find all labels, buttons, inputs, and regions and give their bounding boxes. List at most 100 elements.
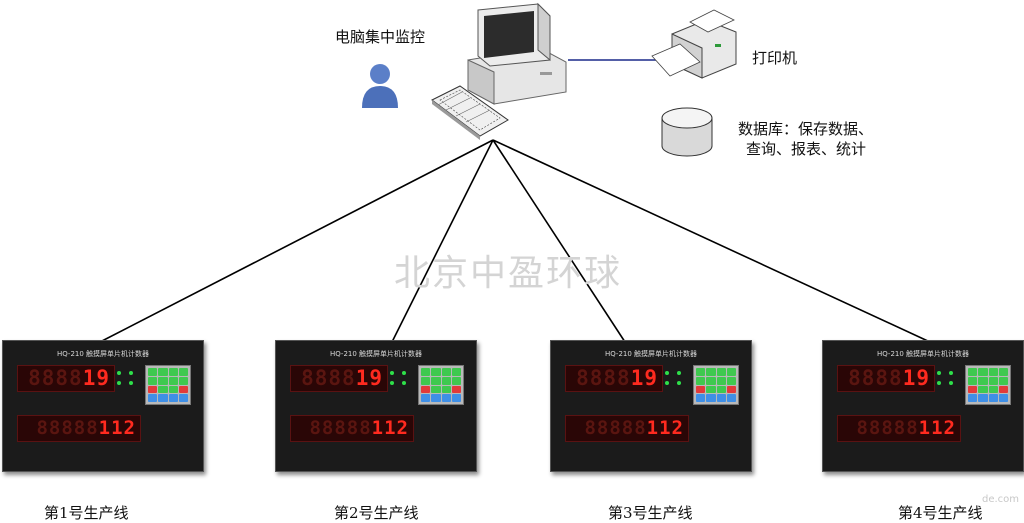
connection-line-3 bbox=[492, 139, 626, 343]
primary-display: 888819 bbox=[17, 365, 115, 392]
keypad-key bbox=[451, 394, 461, 402]
keypad-key bbox=[696, 376, 706, 385]
status-led bbox=[402, 381, 406, 385]
status-led bbox=[390, 381, 394, 385]
display-value: 19 bbox=[630, 366, 658, 390]
connection-line-1 bbox=[99, 139, 494, 343]
keypad-key bbox=[706, 385, 716, 394]
keypad-key bbox=[706, 394, 716, 402]
keypad-key bbox=[178, 385, 188, 394]
database-label-line1: 数据库：保存数据、 bbox=[738, 120, 874, 138]
line-label-1: 第1号生产线 bbox=[44, 504, 129, 522]
computer-monitoring-label: 电脑集中监控 bbox=[335, 28, 426, 46]
keypad-key bbox=[421, 368, 431, 376]
counter-device-4: HQ-210 触摸屏单片机计数器 888819 88888112 bbox=[822, 340, 1024, 472]
keypad-key bbox=[441, 376, 451, 385]
status-led bbox=[129, 381, 133, 385]
keypad-key bbox=[726, 394, 736, 402]
keypad-key bbox=[726, 385, 736, 394]
display-value: 112 bbox=[98, 417, 136, 439]
keypad-key bbox=[998, 394, 1008, 402]
status-led bbox=[665, 381, 669, 385]
keypad-key bbox=[168, 368, 178, 376]
line-label-3: 第3号生产线 bbox=[608, 504, 693, 522]
keypad-key bbox=[978, 368, 988, 376]
display-ghost-digits: 8888 bbox=[576, 366, 631, 390]
display-value: 19 bbox=[82, 366, 110, 390]
keypad-key bbox=[441, 385, 451, 394]
status-led bbox=[402, 371, 406, 375]
keypad-key bbox=[696, 368, 706, 376]
keypad-key bbox=[431, 368, 441, 376]
status-leds bbox=[937, 371, 957, 389]
display-ghost-digits: 88888 bbox=[309, 417, 372, 439]
keypad-key bbox=[978, 376, 988, 385]
keypad-key bbox=[421, 376, 431, 385]
keypad-key bbox=[158, 385, 168, 394]
status-led bbox=[949, 381, 953, 385]
keyboard-icon bbox=[431, 85, 509, 140]
connection-line-4 bbox=[492, 139, 931, 343]
display-ghost-digits: 8888 bbox=[301, 366, 356, 390]
keypad-key bbox=[726, 368, 736, 376]
keypad-key bbox=[998, 376, 1008, 385]
status-led bbox=[117, 381, 121, 385]
keypad-key bbox=[988, 385, 998, 394]
keypad-key bbox=[716, 394, 726, 402]
keypad-key bbox=[716, 376, 726, 385]
line-label-2: 第2号生产线 bbox=[334, 504, 419, 522]
keypad-key bbox=[978, 394, 988, 402]
keypad-key bbox=[431, 376, 441, 385]
keypad-key bbox=[988, 376, 998, 385]
keypad-key bbox=[168, 394, 178, 402]
line-label-4: 第4号生产线 bbox=[898, 504, 983, 522]
keypad-key bbox=[441, 368, 451, 376]
secondary-display: 88888112 bbox=[565, 415, 689, 442]
keypad-key bbox=[168, 376, 178, 385]
device-title: HQ-210 触摸屏单片机计数器 bbox=[876, 350, 970, 358]
keypad-key bbox=[451, 376, 461, 385]
status-led bbox=[937, 381, 941, 385]
keypad-key bbox=[178, 368, 188, 376]
status-led bbox=[665, 371, 669, 375]
database-label-line2: 查询、报表、统计 bbox=[746, 140, 867, 158]
display-value: 112 bbox=[371, 417, 409, 439]
display-value: 19 bbox=[902, 366, 930, 390]
keypad-key bbox=[148, 394, 158, 402]
status-leds bbox=[665, 371, 685, 389]
primary-display: 888819 bbox=[565, 365, 663, 392]
keypad-key bbox=[451, 385, 461, 394]
keypad-key bbox=[696, 385, 706, 394]
keypad-key bbox=[988, 394, 998, 402]
keypad-key bbox=[168, 385, 178, 394]
keypad bbox=[965, 365, 1011, 405]
display-ghost-digits: 8888 bbox=[28, 366, 83, 390]
status-led bbox=[390, 371, 394, 375]
keypad-key bbox=[441, 394, 451, 402]
counter-device-3: HQ-210 触摸屏单片机计数器 888819 88888112 bbox=[550, 340, 752, 472]
primary-display: 888819 bbox=[290, 365, 388, 392]
secondary-display: 88888112 bbox=[837, 415, 961, 442]
keypad-key bbox=[716, 385, 726, 394]
display-value: 112 bbox=[646, 417, 684, 439]
keypad-key bbox=[148, 385, 158, 394]
keypad-key bbox=[158, 394, 168, 402]
keypad-key bbox=[431, 394, 441, 402]
database-icon bbox=[661, 107, 713, 157]
display-ghost-digits: 8888 bbox=[848, 366, 903, 390]
keypad-key bbox=[968, 385, 978, 394]
secondary-display: 88888112 bbox=[290, 415, 414, 442]
keypad bbox=[418, 365, 464, 405]
keypad-key bbox=[421, 385, 431, 394]
display-ghost-digits: 88888 bbox=[584, 417, 647, 439]
keypad bbox=[693, 365, 739, 405]
device-title: HQ-210 触摸屏单片机计数器 bbox=[604, 350, 698, 358]
status-led bbox=[129, 371, 133, 375]
keypad-key bbox=[706, 368, 716, 376]
primary-display: 888819 bbox=[837, 365, 935, 392]
connection-line-2 bbox=[391, 139, 494, 343]
keypad-key bbox=[158, 368, 168, 376]
status-leds bbox=[117, 371, 137, 389]
keypad-key bbox=[178, 394, 188, 402]
